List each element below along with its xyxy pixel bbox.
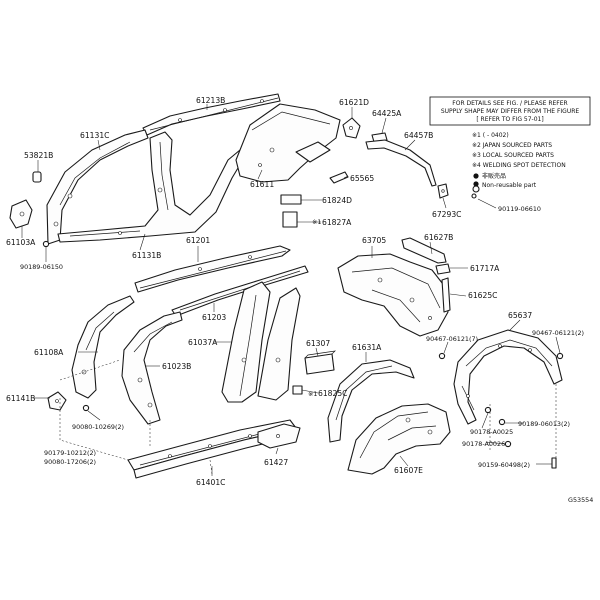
label-marker-1: ※1	[312, 218, 321, 226]
label-61611: 61611	[250, 180, 274, 189]
part-61023b-pillar	[121, 311, 183, 425]
part-61201-rail	[134, 245, 291, 293]
note-header-line-2: SUPPLY SHAPE MAY DIFFER FROM THE FIGURE	[441, 108, 580, 115]
label-61607e: 61607E	[394, 466, 423, 475]
part-53821b-bracket	[32, 171, 42, 183]
label-64457b: 64457B	[404, 131, 433, 140]
label-90159-60498: 90159-60498(2)	[478, 461, 530, 469]
label-90467-06121-2: 90467-06121(2)	[532, 329, 584, 337]
part-61131b-pillar-assembly	[57, 131, 245, 243]
part-61625c-plate	[441, 277, 451, 313]
label-61108a: 61108A	[34, 348, 64, 357]
label-61631a: 61631A	[352, 343, 382, 352]
label-61621d: 61621D	[339, 98, 369, 107]
part-61108a-pillar-inner	[71, 295, 135, 399]
part-61427-extension	[257, 423, 301, 449]
label-65637: 65637	[508, 311, 532, 320]
label-65565: 65565	[350, 174, 374, 183]
label-61824d: 61824D	[322, 196, 352, 205]
note-symbol-2: Non-reusable part	[482, 182, 537, 189]
label-61625c: 61625C	[468, 291, 497, 300]
note-legend-4: ※4 WELDING SPOT DETECTION	[472, 162, 566, 169]
label-90189-06013: 90189-06013(2)	[518, 420, 570, 428]
figure-code: G53554	[568, 496, 593, 504]
label-90080-17206: 90080-17206(2)	[44, 458, 96, 466]
label-53821b: 53821B	[24, 151, 53, 160]
alignment-lines	[59, 359, 557, 475]
part-61037a-reinforcement	[221, 281, 301, 403]
part-61213b-roof-rail	[142, 93, 281, 136]
note-box: FOR DETAILS SEE FIG. / PLEASE REFER SUPP…	[429, 96, 591, 189]
part-64457b-stay	[365, 139, 437, 187]
label-90467-06121-7: 90467-06121(7)	[426, 335, 478, 343]
part-61607e-wheel-housing	[347, 403, 451, 475]
label-61401c: 61401C	[196, 478, 225, 487]
note-symbol-1: 非販売品	[482, 172, 506, 180]
note-legend-1: ※1 ( - 0402)	[472, 132, 509, 139]
part-63705-wheelhouse	[337, 253, 449, 337]
label-90189-06150: 90189-06150	[20, 263, 63, 271]
label-64425a: 64425A	[372, 109, 402, 118]
label-marker-2: ※1	[308, 390, 317, 398]
non-sale-symbol-icon	[473, 173, 479, 179]
label-61627b: 61627B	[424, 233, 453, 242]
label-61427: 61427	[264, 458, 288, 467]
part-61203-reinforcement	[171, 265, 309, 317]
label-61827a: 61827A	[322, 218, 352, 227]
label-61141b: 61141B	[6, 394, 35, 403]
label-61131b: 61131B	[132, 251, 161, 260]
label-90080-10269: 90080-10269(2)	[72, 423, 124, 431]
part-61103a-bracket	[9, 199, 33, 229]
label-61213b: 61213B	[196, 96, 225, 105]
note-header-line-1: FOR DETAILS SEE FIG. / PLEASE REFER	[452, 100, 567, 107]
part-61631a-arch	[327, 359, 415, 443]
part-61611-quarter-panel	[235, 103, 341, 183]
label-63705: 63705	[362, 236, 386, 245]
label-61023b: 61023B	[162, 362, 191, 371]
label-61307: 61307	[306, 339, 330, 348]
part-61717a-part	[435, 263, 451, 275]
note-refer: [ REFER TO FIG 57-01]	[476, 116, 543, 123]
label-67293c: 67293C	[432, 210, 461, 219]
part-67293c-retainer	[437, 183, 449, 199]
part-61825c-pad	[292, 385, 303, 395]
part-61827a-pad	[282, 211, 298, 228]
fasteners	[42, 185, 564, 469]
label-61203: 61203	[202, 313, 226, 322]
label-90178-a0025: 90178-A0025	[470, 428, 513, 436]
label-61825c: 61825C	[318, 389, 347, 398]
leader-lines	[21, 104, 561, 476]
note-box-frame	[429, 96, 591, 126]
label-90178-a0026: 90178-A0026	[462, 440, 505, 448]
label-90119-06610: 90119-06610	[498, 205, 541, 213]
label-61103a: 61103A	[6, 238, 36, 247]
part-61621d-bracket	[342, 117, 361, 139]
label-61717a: 61717A	[470, 264, 500, 273]
label-61131c: 61131C	[80, 131, 109, 140]
part-61627b-bracket	[401, 237, 447, 264]
note-legend-3: ※3 LOCAL SOURCED PARTS	[472, 152, 554, 159]
part-61141b-bracket	[47, 391, 67, 411]
part-65637-wheel-liner	[453, 329, 563, 425]
label-61201: 61201	[186, 236, 210, 245]
label-90179-10212: 90179-10212(2)	[44, 449, 96, 457]
part-61307-block	[304, 350, 336, 375]
part-61824d-pad	[280, 194, 302, 205]
label-61037a: 61037A	[188, 338, 218, 347]
non-reusable-symbol-icon	[473, 181, 479, 187]
part-65565-plate	[329, 171, 349, 184]
note-legend-2: ※2 JAPAN SOURCED PARTS	[472, 142, 552, 149]
part-labels: 61213B 61131C 53821B 61103A 90189-06150 …	[6, 96, 584, 487]
